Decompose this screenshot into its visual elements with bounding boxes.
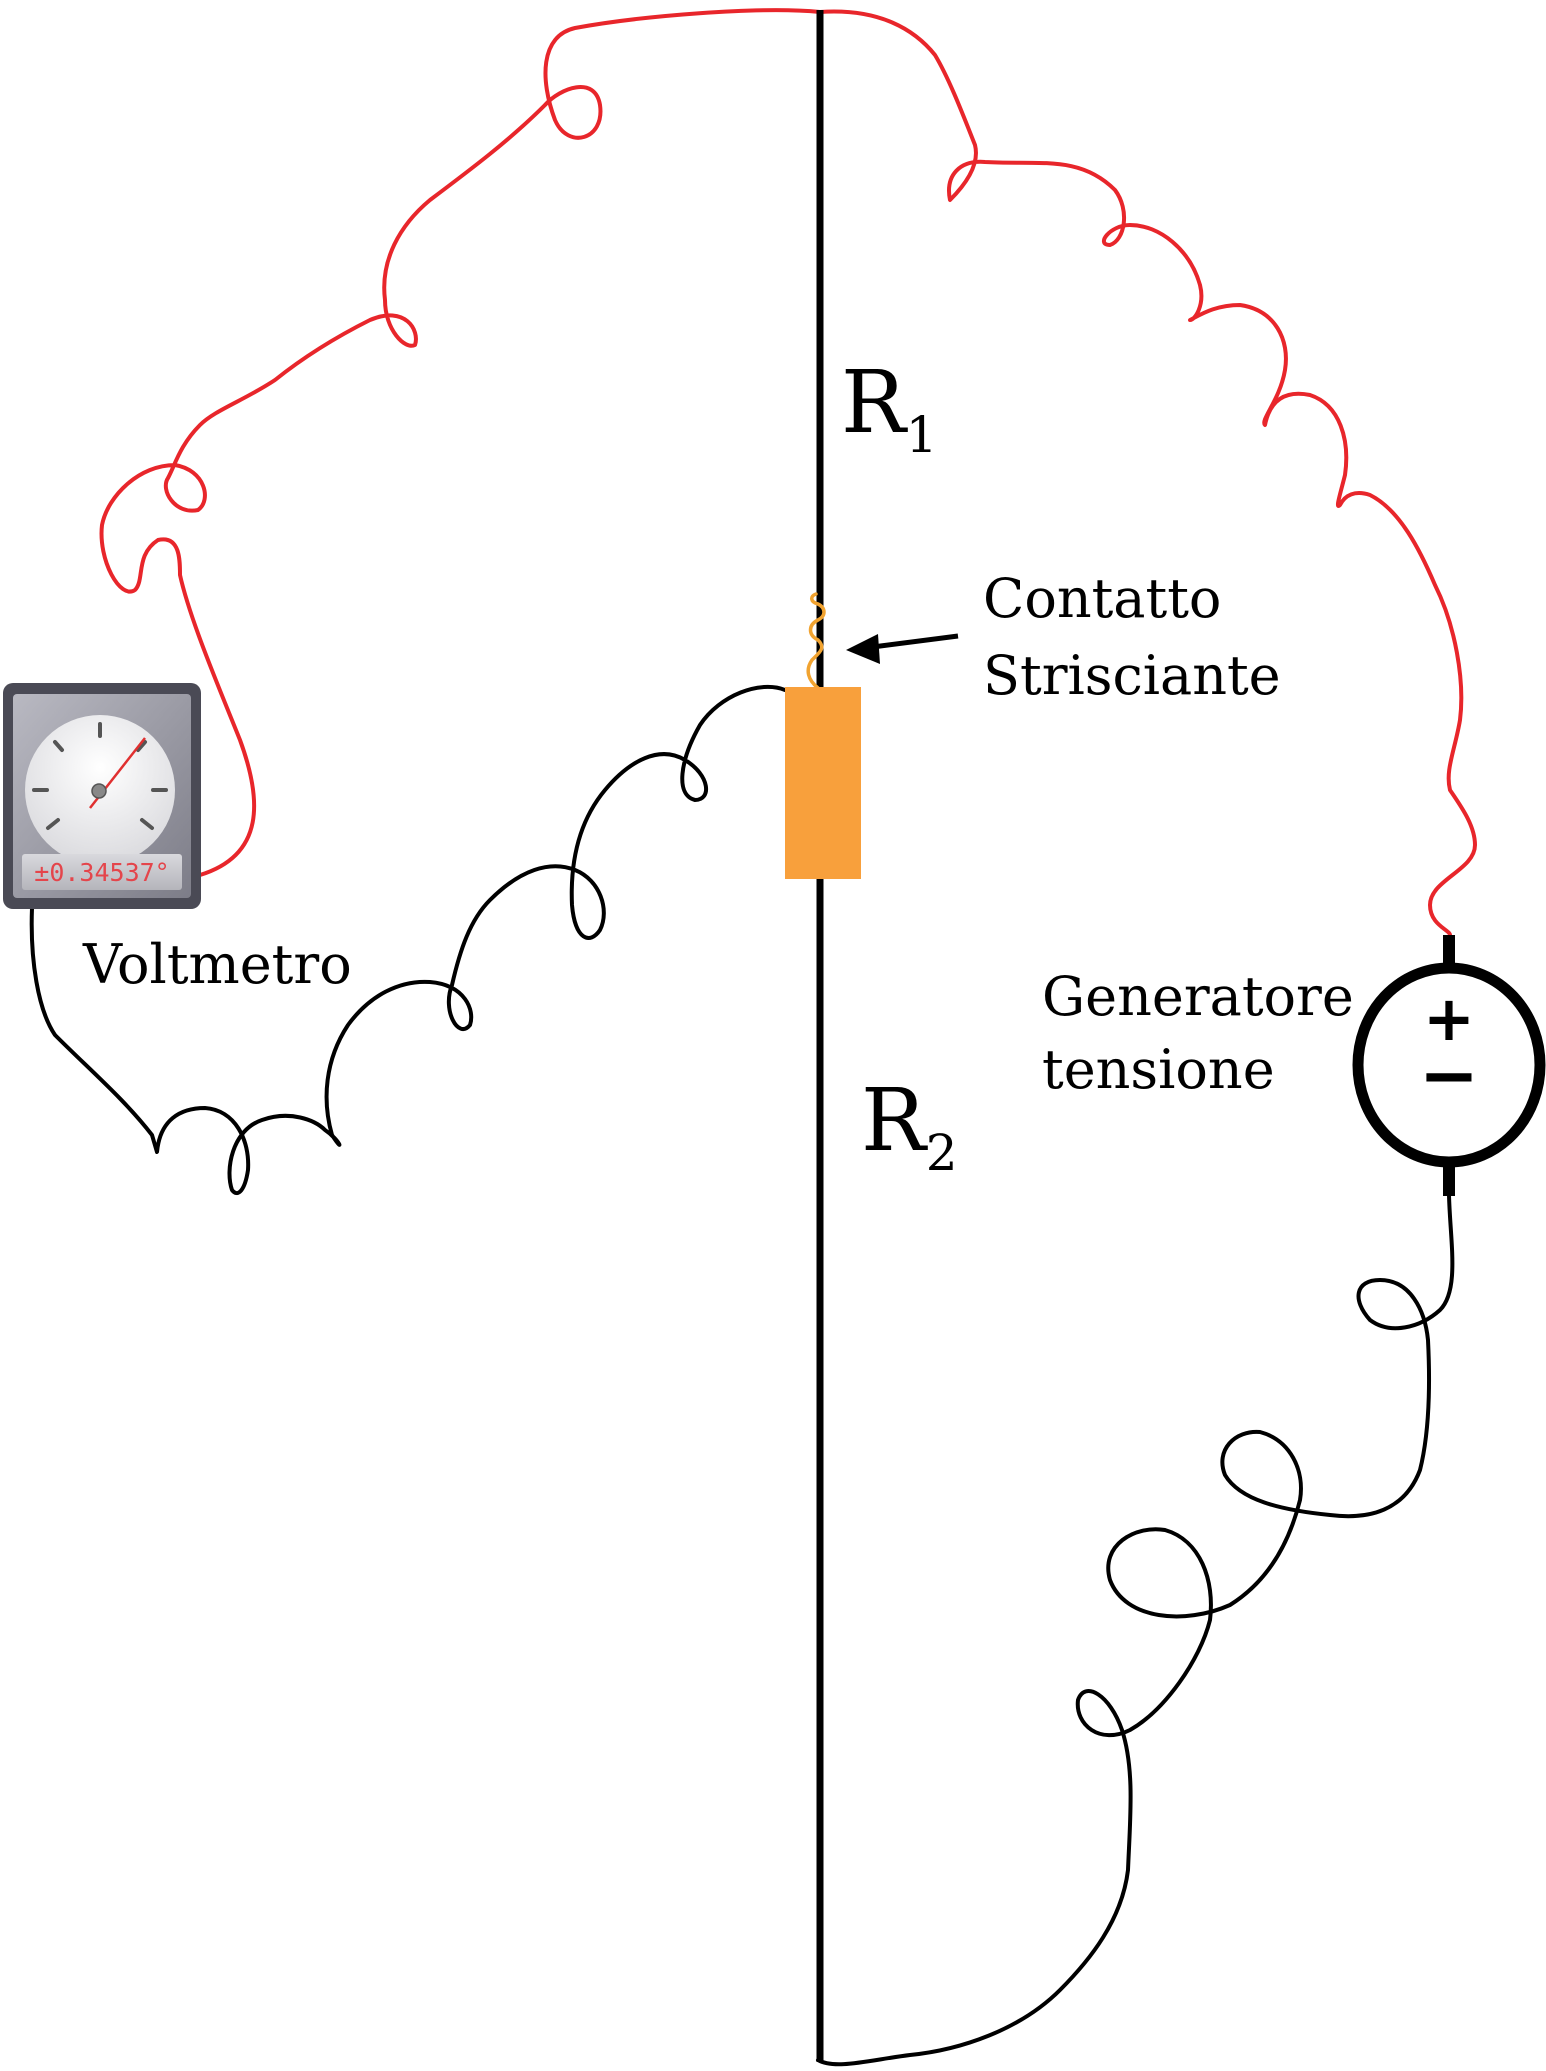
plus-icon: + (1423, 982, 1475, 1055)
sliding-contact[interactable] (785, 687, 861, 879)
contatto-label-line1: Contatto (983, 567, 1221, 630)
voltmeter-lcd (22, 854, 182, 890)
red-wire-to-voltmeter (99, 8, 822, 877)
voltmeter-scale-ticks (32, 722, 168, 830)
voltmeter[interactable]: ±0.34537° (3, 683, 201, 909)
contact-spring (806, 592, 826, 690)
minus-icon: − (1419, 1033, 1479, 1117)
voltage-generator[interactable]: + − (1352, 935, 1546, 1196)
red-wire-to-generator (818, 9, 1477, 948)
voltmetro-label: Voltmetro (82, 933, 352, 996)
black-wire-generator-to-resistor (816, 1193, 1455, 2067)
voltmeter-pivot (91, 783, 107, 799)
generatore-label-line1: Generatore (1042, 965, 1354, 1028)
contact-arrow (846, 633, 959, 664)
black-wire-voltmeter-to-slider (29, 684, 787, 1195)
generatore-label-line2: tensione (1042, 1038, 1275, 1101)
r1-label: R1 (841, 353, 938, 464)
voltmeter-display-value: ±0.34537° (34, 858, 169, 887)
generator-body (1352, 962, 1546, 1168)
r2-label: R2 (861, 1071, 958, 1182)
contatto-label-line2: Strisciante (983, 644, 1281, 707)
